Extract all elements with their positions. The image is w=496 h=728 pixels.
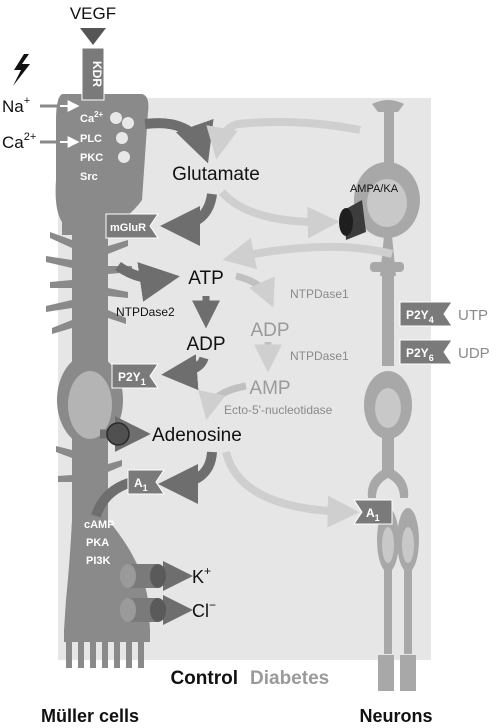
mglur-label: mGluR (110, 222, 146, 234)
neuron-nucleus (382, 527, 394, 563)
udp-label: UDP (458, 345, 490, 362)
adenosine-transporter (106, 422, 130, 446)
ntpdase1-label-a: NTPDase1 (290, 287, 349, 301)
plc-label: PLC (80, 133, 102, 145)
ntpdase2-label: NTPDase2 (116, 305, 175, 319)
p2y1-receptor (111, 363, 159, 389)
vegf-label: VEGF (70, 4, 116, 23)
arrow-adenosine-to-neuron-a1 (222, 450, 360, 528)
adenosine-label: Adenosine (152, 425, 242, 446)
arrow-adenosine-to-a1 (158, 451, 217, 504)
vesicle (122, 117, 134, 129)
ampa-receptor (339, 200, 366, 240)
cell-ca-label: Ca2+ (80, 110, 104, 125)
arrow-neuron-to-glutamate (206, 118, 361, 160)
ampa-label: AMPA/KA (350, 183, 399, 195)
camp-label: cAMP (84, 519, 115, 531)
kdr-receptor (81, 47, 105, 101)
a1-right-label: A1 (366, 506, 380, 523)
muller-cells-label: Müller cells (41, 706, 139, 726)
muller-nucleus (68, 371, 112, 439)
arrow-adp-to-p2y1 (161, 354, 209, 391)
neuron-nucleus (367, 179, 407, 227)
ca-label: Ca2+ (2, 131, 36, 152)
arrow-neuron-to-atp (222, 237, 393, 270)
k-ion-label: K+ (192, 564, 211, 587)
a1-receptor-muller (127, 469, 165, 495)
arrow-to-atp (115, 261, 180, 302)
vesicle (118, 151, 130, 163)
k-channel (120, 564, 166, 588)
control-legend: Control (170, 668, 238, 689)
glutamate-label: Glutamate (172, 164, 260, 185)
adp-diabetes-label: ADP (250, 320, 289, 341)
neuron-nucleus (375, 388, 401, 428)
diabetes-legend: Diabetes (250, 668, 329, 689)
pka-label: PKA (86, 537, 109, 549)
vesicle (110, 112, 122, 124)
atp-label: ATP (188, 268, 224, 289)
pi3k-label: PI3K (86, 555, 111, 567)
a1-left-label: A1 (134, 476, 148, 493)
mglur-receptor (105, 213, 159, 239)
cl-channel (120, 598, 166, 622)
a1-receptor-neuron (353, 499, 393, 525)
neuron-nucleus (402, 527, 414, 563)
p2y4-label: P2Y4 (406, 308, 434, 325)
arrow-glutamate-to-mglur (160, 193, 217, 246)
p2y4-receptor (399, 301, 453, 327)
p2y6-label: P2Y6 (406, 346, 434, 363)
neurons-label: Neurons (359, 706, 432, 726)
p2y6-receptor (399, 339, 453, 365)
utp-label: UTP (458, 307, 488, 324)
arrow-glutamate-to-ampa (218, 189, 340, 239)
src-label: Src (80, 171, 98, 183)
ntpdase1-label-b: NTPDase1 (290, 349, 349, 363)
adp-control-label: ADP (186, 334, 225, 355)
lightning-icon (13, 54, 30, 86)
pkc-label: PKC (80, 152, 103, 164)
arrow-to-glutamate (144, 118, 214, 164)
vesicle (116, 132, 128, 144)
ecto-nucleotidase-label: Ecto-5'-nucleotidase (224, 403, 333, 417)
cl-ion-label: Cl− (192, 598, 216, 621)
arrow-amp-to-adenosine (198, 382, 247, 421)
amp-label: AMP (249, 378, 290, 399)
arrow-atp-to-adp-diabetes (235, 272, 275, 308)
kdr-label: KDR (90, 61, 104, 87)
vegf-ligand (80, 28, 106, 45)
na-label: Na+ (2, 95, 30, 116)
p2y1-label: P2Y1 (118, 370, 146, 387)
